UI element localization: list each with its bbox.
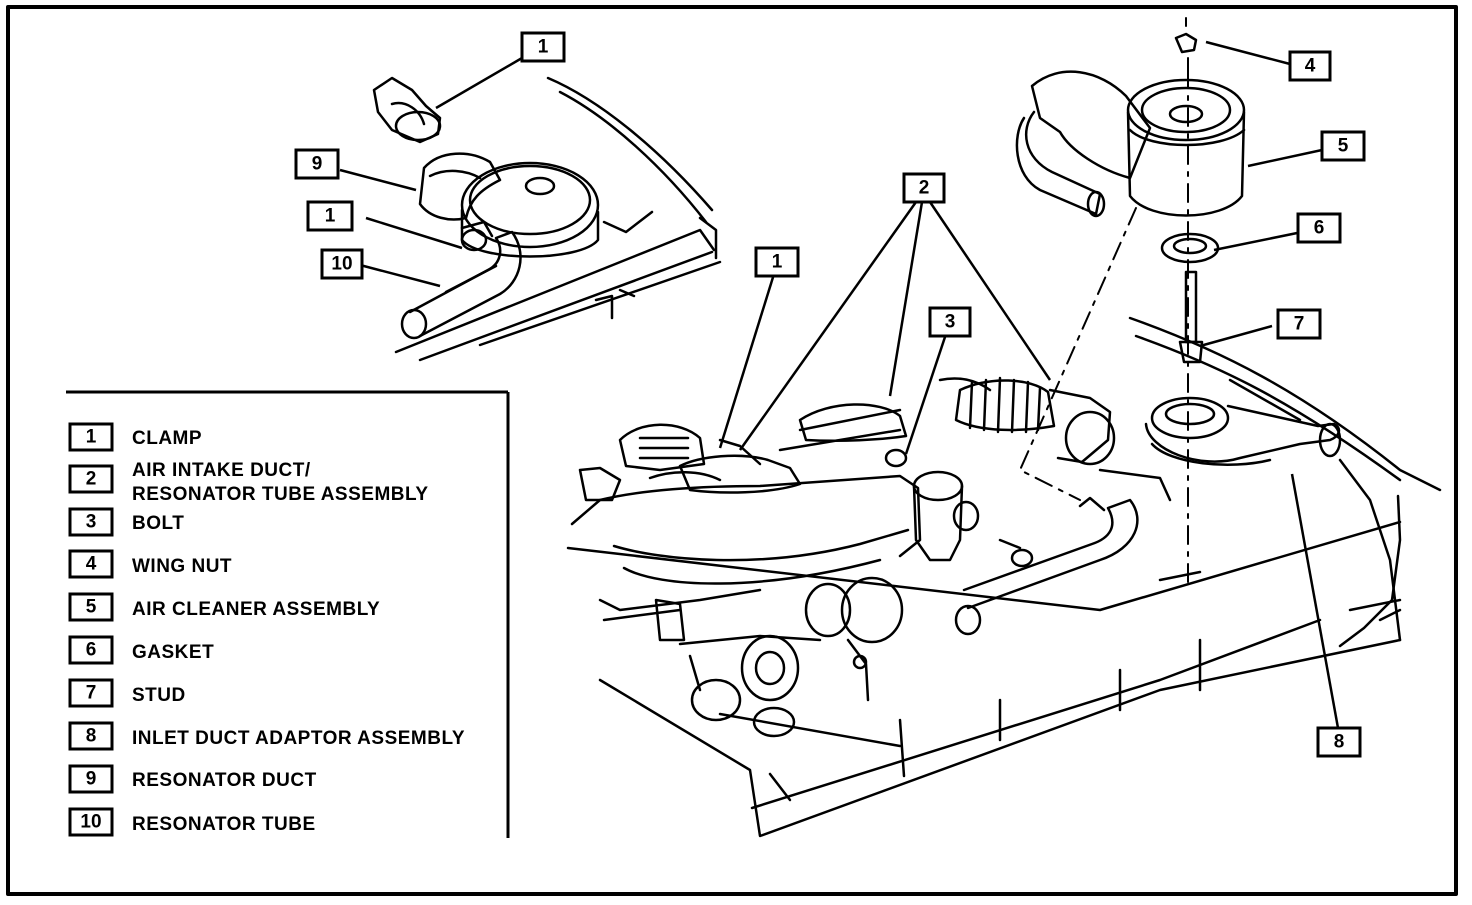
callout-number: 6 bbox=[1314, 218, 1325, 239]
callout-1-lower-inset: 1 bbox=[306, 200, 354, 232]
callout-10-inset: 10 bbox=[320, 248, 364, 280]
legend-number: 2 bbox=[86, 469, 97, 490]
callout-number: 1 bbox=[538, 37, 549, 58]
callout-number: 5 bbox=[1338, 136, 1349, 157]
legend-item: 1 CLAMP bbox=[68, 422, 202, 452]
callout-number: 3 bbox=[945, 312, 956, 333]
legend-item: 6 GASKET bbox=[68, 635, 214, 665]
callout-4-wing-nut: 4 bbox=[1288, 50, 1332, 82]
legend: 1 CLAMP 2 AIR INTAKE DUCT/ RESONATOR TUB… bbox=[66, 390, 510, 838]
callout-5-air-cleaner: 5 bbox=[1320, 130, 1366, 162]
air-cleaner-stack-drawing bbox=[1015, 17, 1342, 583]
callout-7-stud: 7 bbox=[1276, 308, 1322, 340]
legend-label: AIR CLEANER ASSEMBLY bbox=[132, 599, 380, 620]
callout-9-inset: 9 bbox=[294, 148, 340, 180]
callout-8-adaptor: 8 bbox=[1316, 726, 1362, 758]
legend-number: 9 bbox=[86, 769, 97, 790]
outer-frame bbox=[6, 5, 1458, 896]
callout-6-gasket: 6 bbox=[1296, 212, 1342, 244]
legend-label: INLET DUCT ADAPTOR ASSEMBLY bbox=[132, 728, 465, 749]
legend-label: STUD bbox=[132, 685, 186, 706]
legend-label: AIR INTAKE DUCT/ bbox=[132, 460, 311, 481]
legend-label: GASKET bbox=[132, 642, 214, 663]
callout-number: 2 bbox=[919, 178, 930, 199]
resonator-inset-drawing bbox=[372, 76, 722, 362]
engine-bay-drawing bbox=[566, 207, 1442, 838]
legend-item: 7 STUD bbox=[68, 678, 186, 708]
legend-number: 8 bbox=[86, 726, 97, 747]
legend-item: 2 AIR INTAKE DUCT/ RESONATOR TUBE ASSEMB… bbox=[68, 460, 429, 505]
callout-3-engine: 3 bbox=[928, 306, 972, 338]
legend-label: RESONATOR TUBE ASSEMBLY bbox=[132, 484, 429, 505]
legend-number: 5 bbox=[86, 597, 97, 618]
legend-label: RESONATOR DUCT bbox=[132, 770, 317, 791]
callout-1-top-inset: 1 bbox=[520, 31, 566, 63]
callout-number: 1 bbox=[772, 252, 783, 273]
legend-item: 4 WING NUT bbox=[68, 549, 232, 579]
legend-label: RESONATOR TUBE bbox=[132, 814, 316, 835]
legend-label: WING NUT bbox=[132, 556, 232, 577]
legend-number: 1 bbox=[86, 427, 97, 448]
callout-1-engine: 1 bbox=[754, 246, 800, 278]
callout-2-engine: 2 bbox=[902, 172, 946, 204]
callout-number: 10 bbox=[331, 254, 352, 275]
legend-item: 8 INLET DUCT ADAPTOR ASSEMBLY bbox=[68, 721, 465, 751]
callout-number: 4 bbox=[1305, 56, 1316, 77]
callout-number: 9 bbox=[312, 154, 323, 175]
callout-number: 8 bbox=[1334, 732, 1345, 753]
callout-number: 7 bbox=[1294, 314, 1305, 335]
legend-item: 3 BOLT bbox=[68, 507, 184, 537]
legend-number: 4 bbox=[86, 554, 97, 575]
legend-number: 10 bbox=[80, 812, 101, 833]
legend-label: CLAMP bbox=[132, 428, 202, 449]
legend-number: 3 bbox=[86, 512, 97, 533]
legend-number: 7 bbox=[86, 683, 97, 704]
leader-lines bbox=[339, 40, 1340, 729]
legend-item: 5 AIR CLEANER ASSEMBLY bbox=[68, 592, 380, 622]
legend-label: BOLT bbox=[132, 513, 184, 534]
callout-number: 1 bbox=[325, 206, 336, 227]
legend-item: 9 RESONATOR DUCT bbox=[68, 764, 317, 794]
legend-number: 6 bbox=[86, 640, 97, 661]
legend-item: 10 RESONATOR TUBE bbox=[68, 807, 316, 837]
